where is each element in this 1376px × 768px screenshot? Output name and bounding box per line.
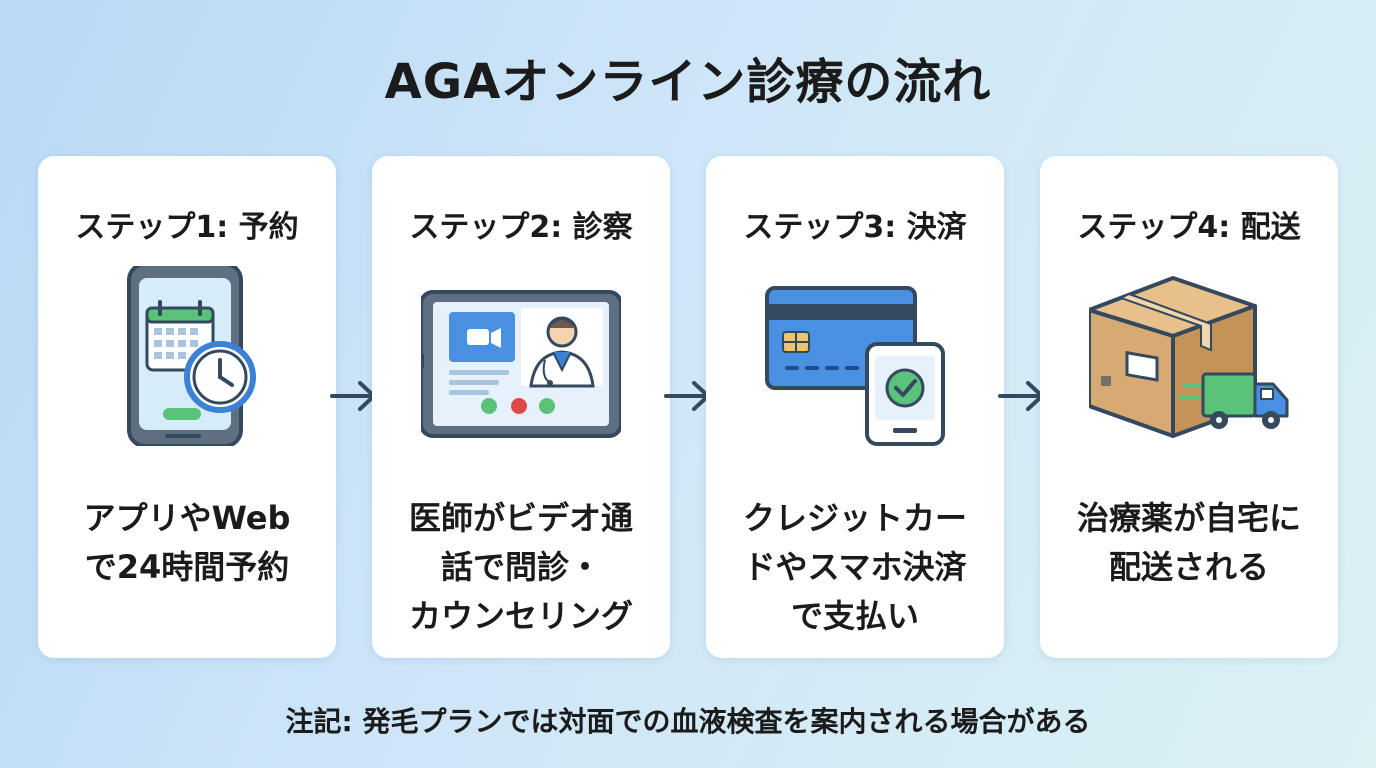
step-card-2: ステップ2: 診察 医師がビデオ通 話で問診・ カウンセリング: [372, 156, 670, 658]
step-card-3: ステップ3: 決済 クレジットカー ドやスマホ決済 で支払い: [706, 156, 1004, 658]
step-title: ステップ1: 予約: [75, 210, 299, 245]
credit-card-phone-check-icon: [765, 286, 945, 446]
step-card-4: ステップ4: 配送 治療薬が自宅に 配送される: [1040, 156, 1338, 658]
package-delivery-truck-icon: [1089, 276, 1289, 438]
step-description: 治療薬が自宅に 配送される: [1076, 499, 1301, 586]
tablet-video-call-doctor-icon: [421, 290, 621, 438]
page-title: AGAオンライン診療の流れ: [384, 54, 992, 110]
step-title: ステップ4: 配送: [1077, 210, 1301, 245]
step-card-1: ステップ1: 予約 アプリやWeb で24時間予約: [38, 156, 336, 658]
step-title: ステップ2: 診察: [409, 210, 633, 245]
step-title: ステップ3: 決済: [743, 210, 967, 245]
step-description: クレジットカー ドやスマホ決済 で支払い: [742, 499, 967, 635]
smartphone-calendar-clock-icon: [127, 266, 256, 446]
footnote: 注記: 発毛プランでは対面での血液検査を案内される場合がある: [285, 705, 1091, 738]
step-description: アプリやWeb で24時間予約: [83, 499, 291, 586]
step-description: 医師がビデオ通 話で問診・ カウンセリング: [408, 499, 633, 635]
